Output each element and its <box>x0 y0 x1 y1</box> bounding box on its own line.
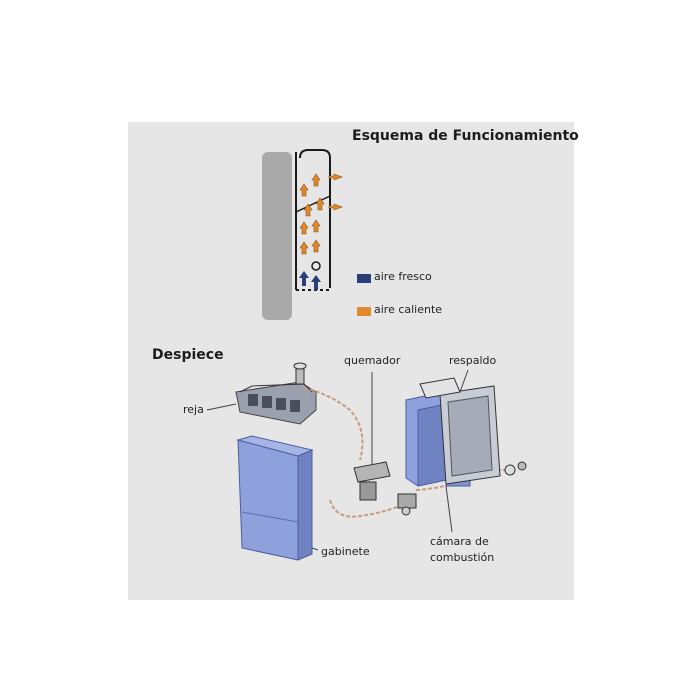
hot-air-arrow <box>299 183 309 197</box>
legend-swatch-fresh-air <box>357 274 371 283</box>
grille-slot <box>290 400 300 412</box>
valve-part <box>293 362 307 385</box>
hot-air-arrow-out <box>328 173 343 181</box>
fresh-air-arrow <box>299 271 309 286</box>
leader-line-reja <box>206 403 237 411</box>
grille-slot <box>276 398 286 410</box>
heater-front-outline <box>299 149 331 288</box>
grille-slot <box>248 394 258 406</box>
gas-pipe <box>303 387 364 461</box>
hot-air-arrow <box>315 197 325 211</box>
hot-air-arrow <box>299 221 309 235</box>
leader-line-gabinete <box>311 547 319 551</box>
fresh-air-arrow <box>311 275 321 290</box>
hot-air-arrows <box>299 173 343 255</box>
leader-lines <box>206 369 469 551</box>
label-quemador: quemador <box>344 354 401 367</box>
label-reja: reja <box>183 403 204 416</box>
heater-divider <box>295 195 331 213</box>
grille-slot <box>262 396 272 408</box>
leader-line-respaldo <box>459 369 469 393</box>
legend-label-hot-air: aire caliente <box>374 303 443 316</box>
gas-pipe <box>329 499 413 518</box>
hot-air-arrow <box>311 173 321 187</box>
hot-air-arrow <box>303 203 313 217</box>
hot-air-arrow <box>311 219 321 233</box>
label-camara-line1: cámara de <box>430 535 489 548</box>
fresh-air-arrows <box>299 271 321 290</box>
back-panel-part <box>419 377 501 485</box>
legend-swatch-hot-air <box>357 307 371 316</box>
section-title-despiece: Despiece <box>152 347 224 363</box>
diagram-background <box>128 122 574 600</box>
burner-part <box>353 461 417 516</box>
burner-circle <box>311 261 321 271</box>
hot-air-arrow <box>299 241 309 255</box>
label-gabinete: gabinete <box>321 545 370 558</box>
cabinet-part <box>236 435 314 561</box>
hot-air-arrow <box>311 239 321 253</box>
label-respaldo: respaldo <box>449 354 497 367</box>
label-camara-line2: combustión <box>430 551 495 564</box>
hot-air-arrow-out <box>328 203 343 211</box>
igniter-part <box>504 461 527 476</box>
diagram-title: Esquema de Funcionamiento <box>352 128 579 144</box>
leader-line-camara <box>445 485 453 533</box>
wall <box>262 152 292 320</box>
legend-label-fresh-air: aire fresco <box>374 270 432 283</box>
